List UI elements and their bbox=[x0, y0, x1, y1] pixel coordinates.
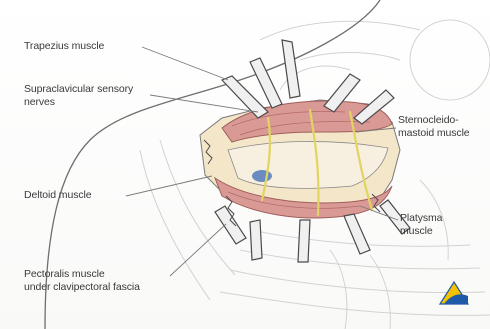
sternocleidomastoid-label: Sternocleido- mastoid muscle bbox=[398, 114, 490, 140]
trapezius-muscle-label: Trapezius muscle bbox=[24, 40, 104, 53]
supraclavicular-nerves-label: Supraclavicular sensory nerves bbox=[24, 83, 184, 109]
deltoid-muscle-label: Deltoid muscle bbox=[24, 189, 91, 202]
pectoralis-muscle-label: Pectoralis muscle under clavipectoral fa… bbox=[24, 268, 174, 294]
platysma-muscle-label: Platysma muscle bbox=[400, 212, 480, 238]
